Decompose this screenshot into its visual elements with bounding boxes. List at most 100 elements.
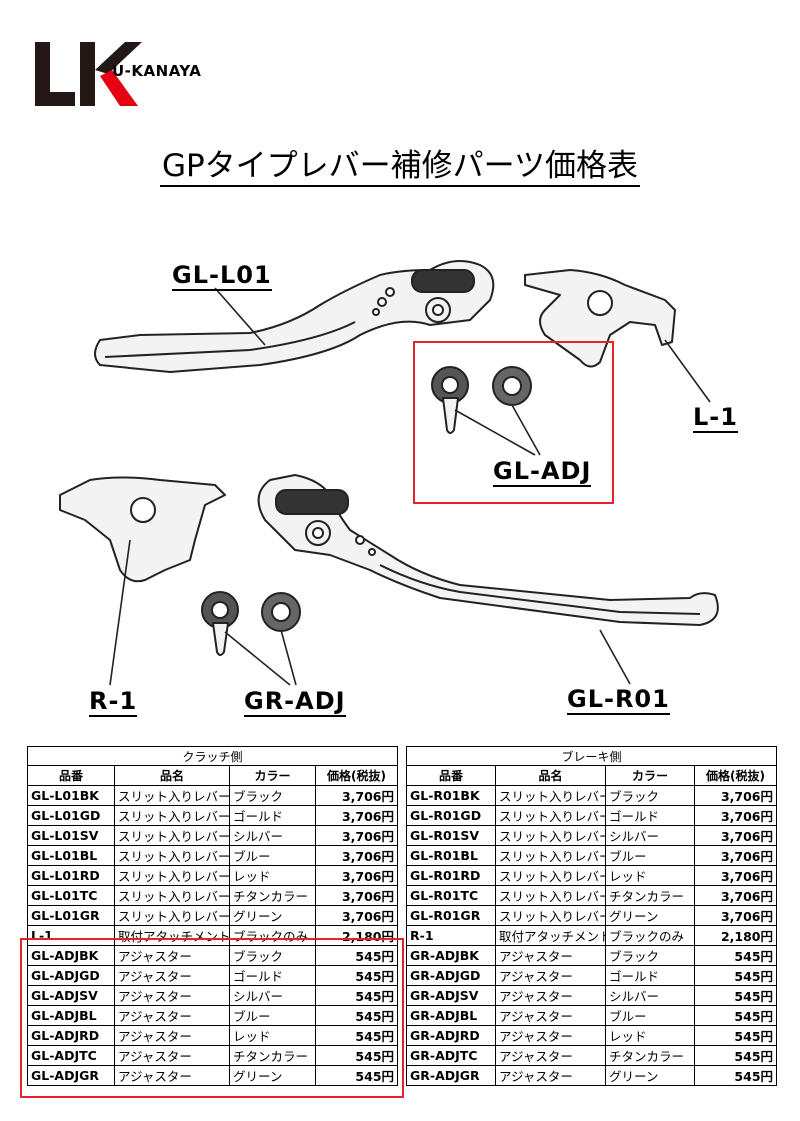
color-cell: チタンカラー: [605, 885, 695, 906]
product-name-cell: スリット入りレバー: [114, 865, 230, 886]
product-name-cell: スリット入りレバー: [114, 845, 230, 866]
price-cell: 3,706円: [693, 885, 778, 906]
price-cell: 3,706円: [693, 805, 778, 826]
color-cell: ゴールド: [605, 965, 695, 986]
product-name-cell: アジャスター: [114, 1065, 230, 1086]
price-cell: 545円: [693, 965, 778, 986]
part-number-cell: GR-ADJGR: [406, 1065, 496, 1086]
color-cell: シルバー: [605, 985, 695, 1006]
header-name: 品名: [495, 765, 606, 786]
part-number-cell: GL-L01SV: [27, 825, 115, 846]
price-cell: 3,706円: [314, 885, 399, 906]
label-l1: L-1: [693, 403, 738, 433]
header-color: カラー: [605, 765, 695, 786]
label-gr-adj: GR-ADJ: [244, 687, 346, 717]
table-caption: ブレーキ側: [405, 746, 778, 766]
product-name-cell: アジャスター: [114, 965, 230, 986]
color-cell: ブルー: [605, 845, 695, 866]
color-cell: ブラック: [605, 945, 695, 966]
header-part-no: 品番: [406, 765, 496, 786]
price-cell: 545円: [314, 1065, 399, 1086]
price-cell: 3,706円: [693, 865, 778, 886]
brand-name: U-KANAYA: [112, 62, 202, 80]
price-cell: 2,180円: [314, 925, 399, 946]
product-name-cell: アジャスター: [495, 1025, 606, 1046]
color-cell: グリーン: [229, 1065, 316, 1086]
price-cell: 545円: [693, 945, 778, 966]
price-cell: 545円: [693, 985, 778, 1006]
header-price: 価格(税抜): [693, 765, 778, 786]
color-cell: レッド: [605, 865, 695, 886]
product-name-cell: アジャスター: [114, 945, 230, 966]
part-number-cell: GR-ADJTC: [406, 1045, 496, 1066]
part-number-cell: GL-L01GD: [27, 805, 115, 826]
header-name: 品名: [114, 765, 230, 786]
part-number-cell: GL-L01TC: [27, 885, 115, 906]
part-number-cell: GL-R01TC: [406, 885, 496, 906]
color-cell: ブラック: [229, 785, 316, 806]
price-cell: 3,706円: [314, 805, 399, 826]
price-cell: 3,706円: [693, 845, 778, 866]
price-cell: 3,706円: [693, 825, 778, 846]
price-cell: 545円: [693, 1025, 778, 1046]
product-name-cell: アジャスター: [495, 1005, 606, 1026]
part-number-cell: GL-R01GR: [406, 905, 496, 926]
product-name-cell: スリット入りレバー: [495, 865, 606, 886]
part-number-cell: GR-ADJRD: [406, 1025, 496, 1046]
part-number-cell: GL-R01BL: [406, 845, 496, 866]
product-name-cell: アジャスター: [495, 1045, 606, 1066]
part-number-cell: GR-ADJBL: [406, 1005, 496, 1026]
price-cell: 545円: [314, 965, 399, 986]
product-name-cell: 取付アタッチメント: [495, 925, 606, 946]
part-number-cell: GL-L01GR: [27, 905, 115, 926]
part-number-cell: GL-L01BK: [27, 785, 115, 806]
page-title: GPタイプレバー補修パーツ価格表: [0, 140, 800, 187]
label-gl-r01: GL-R01: [567, 685, 670, 715]
color-cell: ゴールド: [605, 805, 695, 826]
part-number-cell: GL-R01SV: [406, 825, 496, 846]
color-cell: ブルー: [605, 1005, 695, 1026]
product-name-cell: アジャスター: [495, 985, 606, 1006]
price-cell: 3,706円: [314, 845, 399, 866]
product-name-cell: アジャスター: [495, 945, 606, 966]
r1-bracket-image: [59, 476, 226, 583]
product-name-cell: スリット入りレバー: [114, 825, 230, 846]
price-cell: 545円: [314, 1005, 399, 1026]
price-cell: 2,180円: [693, 925, 778, 946]
product-name-cell: 取付アタッチメント: [114, 925, 230, 946]
product-name-cell: スリット入りレバー: [495, 785, 606, 806]
color-cell: チタンカラー: [229, 885, 316, 906]
header-color: カラー: [229, 765, 316, 786]
product-name-cell: スリット入りレバー: [495, 885, 606, 906]
product-name-cell: スリット入りレバー: [114, 805, 230, 826]
color-cell: シルバー: [605, 825, 695, 846]
part-number-cell: GL-R01BK: [406, 785, 496, 806]
parts-diagram: [59, 260, 719, 686]
product-name-cell: スリット入りレバー: [495, 805, 606, 826]
product-name-cell: スリット入りレバー: [495, 825, 606, 846]
color-cell: ブラックのみ: [229, 925, 316, 946]
product-name-cell: アジャスター: [114, 985, 230, 1006]
highlight-gl-adj: [413, 341, 614, 504]
color-cell: シルバー: [229, 825, 316, 846]
